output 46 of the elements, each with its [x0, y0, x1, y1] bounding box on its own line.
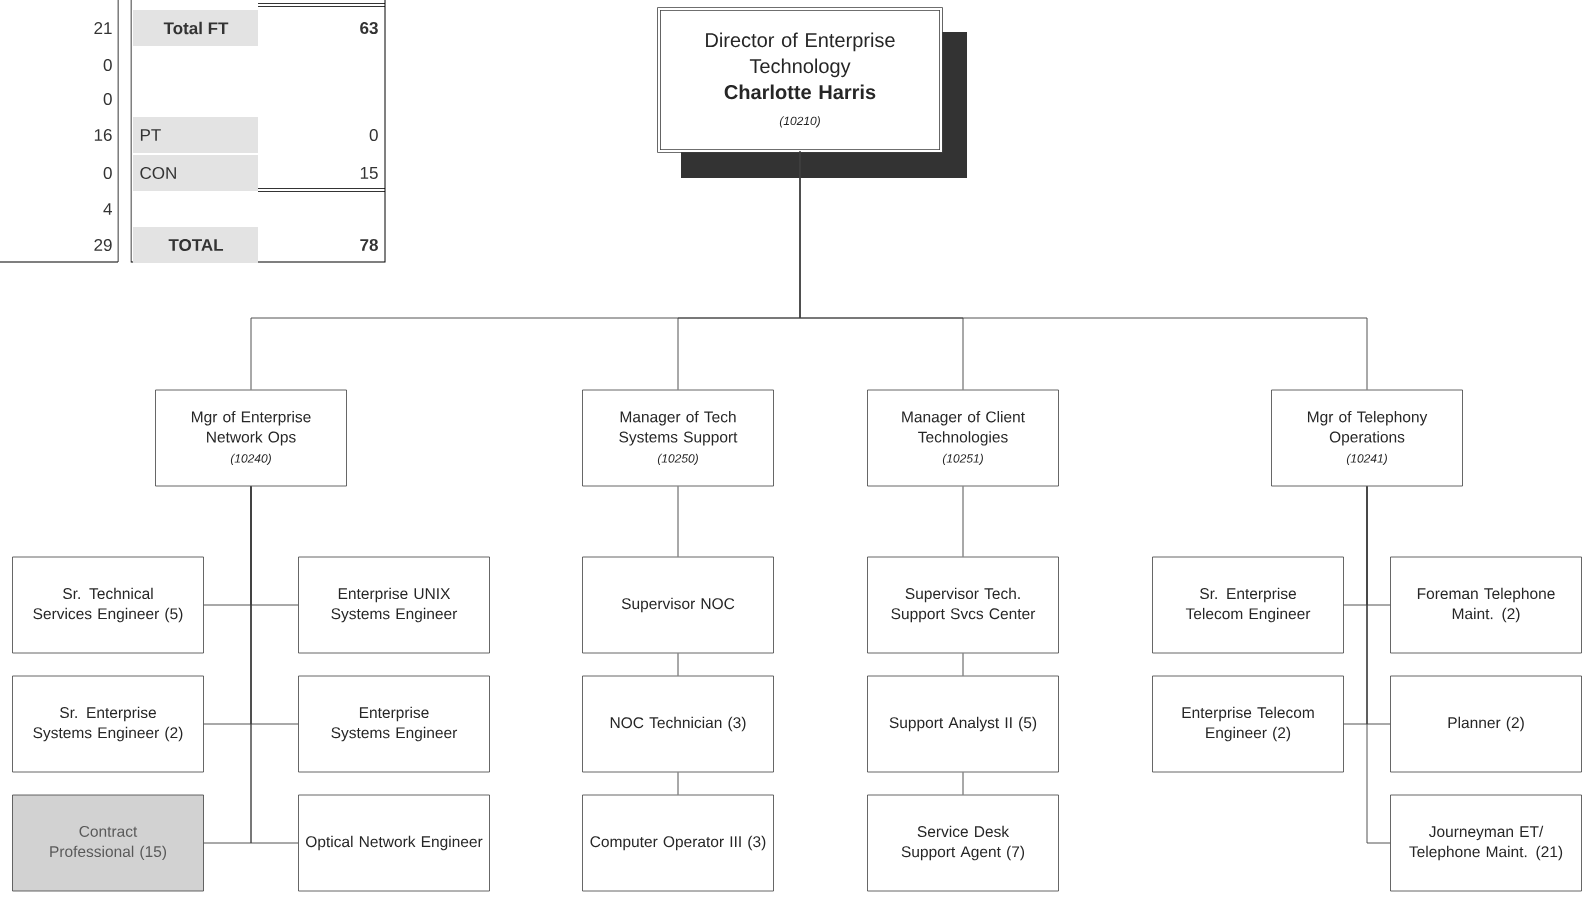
- position-box: Enterprise Telecom Engineer (2): [1152, 675, 1344, 773]
- position-box: Contract Professional (15): [12, 794, 204, 892]
- table-cell: 15: [360, 167, 378, 179]
- position-box: Journeyman ET/ Telephone Maint. (21): [1390, 794, 1582, 892]
- manager-box: Mgr of Telephony Operations (10241): [1271, 389, 1463, 487]
- table-cell: 4: [103, 203, 112, 215]
- table-cell: 0: [103, 167, 112, 180]
- position-box: Sr. Enterprise Telecom Engineer: [1152, 556, 1344, 654]
- table-cell: 0: [103, 59, 112, 72]
- connector-line: [962, 771, 964, 796]
- table-cell: 0: [369, 129, 378, 142]
- position-box: Enterprise Systems Engineer: [298, 675, 490, 773]
- position-box: Supervisor NOC: [582, 556, 774, 654]
- position-box: Supervisor Tech. Support Svcs Center: [867, 556, 1059, 654]
- position-box: Enterprise UNIX Systems Engineer: [298, 556, 490, 654]
- table-cell: 29: [94, 239, 112, 252]
- connector-line: [962, 652, 964, 677]
- manager-box: Manager of Tech Systems Support (10250): [582, 389, 774, 487]
- position-box: Support Analyst II (5): [867, 675, 1059, 773]
- table-cell: 78: [360, 239, 378, 252]
- connector-line: [1366, 485, 1391, 844]
- position-box: Computer Operator III (3): [582, 794, 774, 892]
- connector-line: [799, 150, 1368, 391]
- position-box: Optical Network Engineer: [298, 794, 490, 892]
- manager-box: Manager of Client Technologies (10251): [867, 389, 1059, 487]
- position-box: Foreman Telephone Maint. (2): [1390, 556, 1582, 654]
- position-box: Service Desk Support Agent (7): [867, 794, 1059, 892]
- connector-line: [677, 771, 679, 796]
- table-cell: Total FT: [133, 10, 258, 46]
- table-cell: 63: [360, 21, 378, 35]
- connector-line: [250, 485, 299, 844]
- table-cell: PT: [133, 117, 258, 153]
- connector-line: [677, 485, 679, 558]
- table-cell: 16: [94, 129, 112, 142]
- table-cell: 21: [94, 22, 112, 34]
- connector-line: [962, 485, 964, 558]
- manager-box: Mgr of Enterprise Network Ops (10240): [155, 389, 347, 487]
- position-box: Sr. Enterprise Systems Engineer (2): [12, 675, 204, 773]
- position-box: Planner (2): [1390, 675, 1582, 773]
- table-cell: TOTAL: [133, 227, 258, 263]
- position-box: NOC Technician (3): [582, 675, 774, 773]
- connector-line: [677, 652, 679, 677]
- director-box: Director of Enterprise Technology Charlotte Harris (10210): [657, 7, 943, 153]
- table-cell: 0: [103, 93, 112, 106]
- position-box: Sr. Technical Services Engineer (5): [12, 556, 204, 654]
- table-cell: CON: [133, 155, 258, 191]
